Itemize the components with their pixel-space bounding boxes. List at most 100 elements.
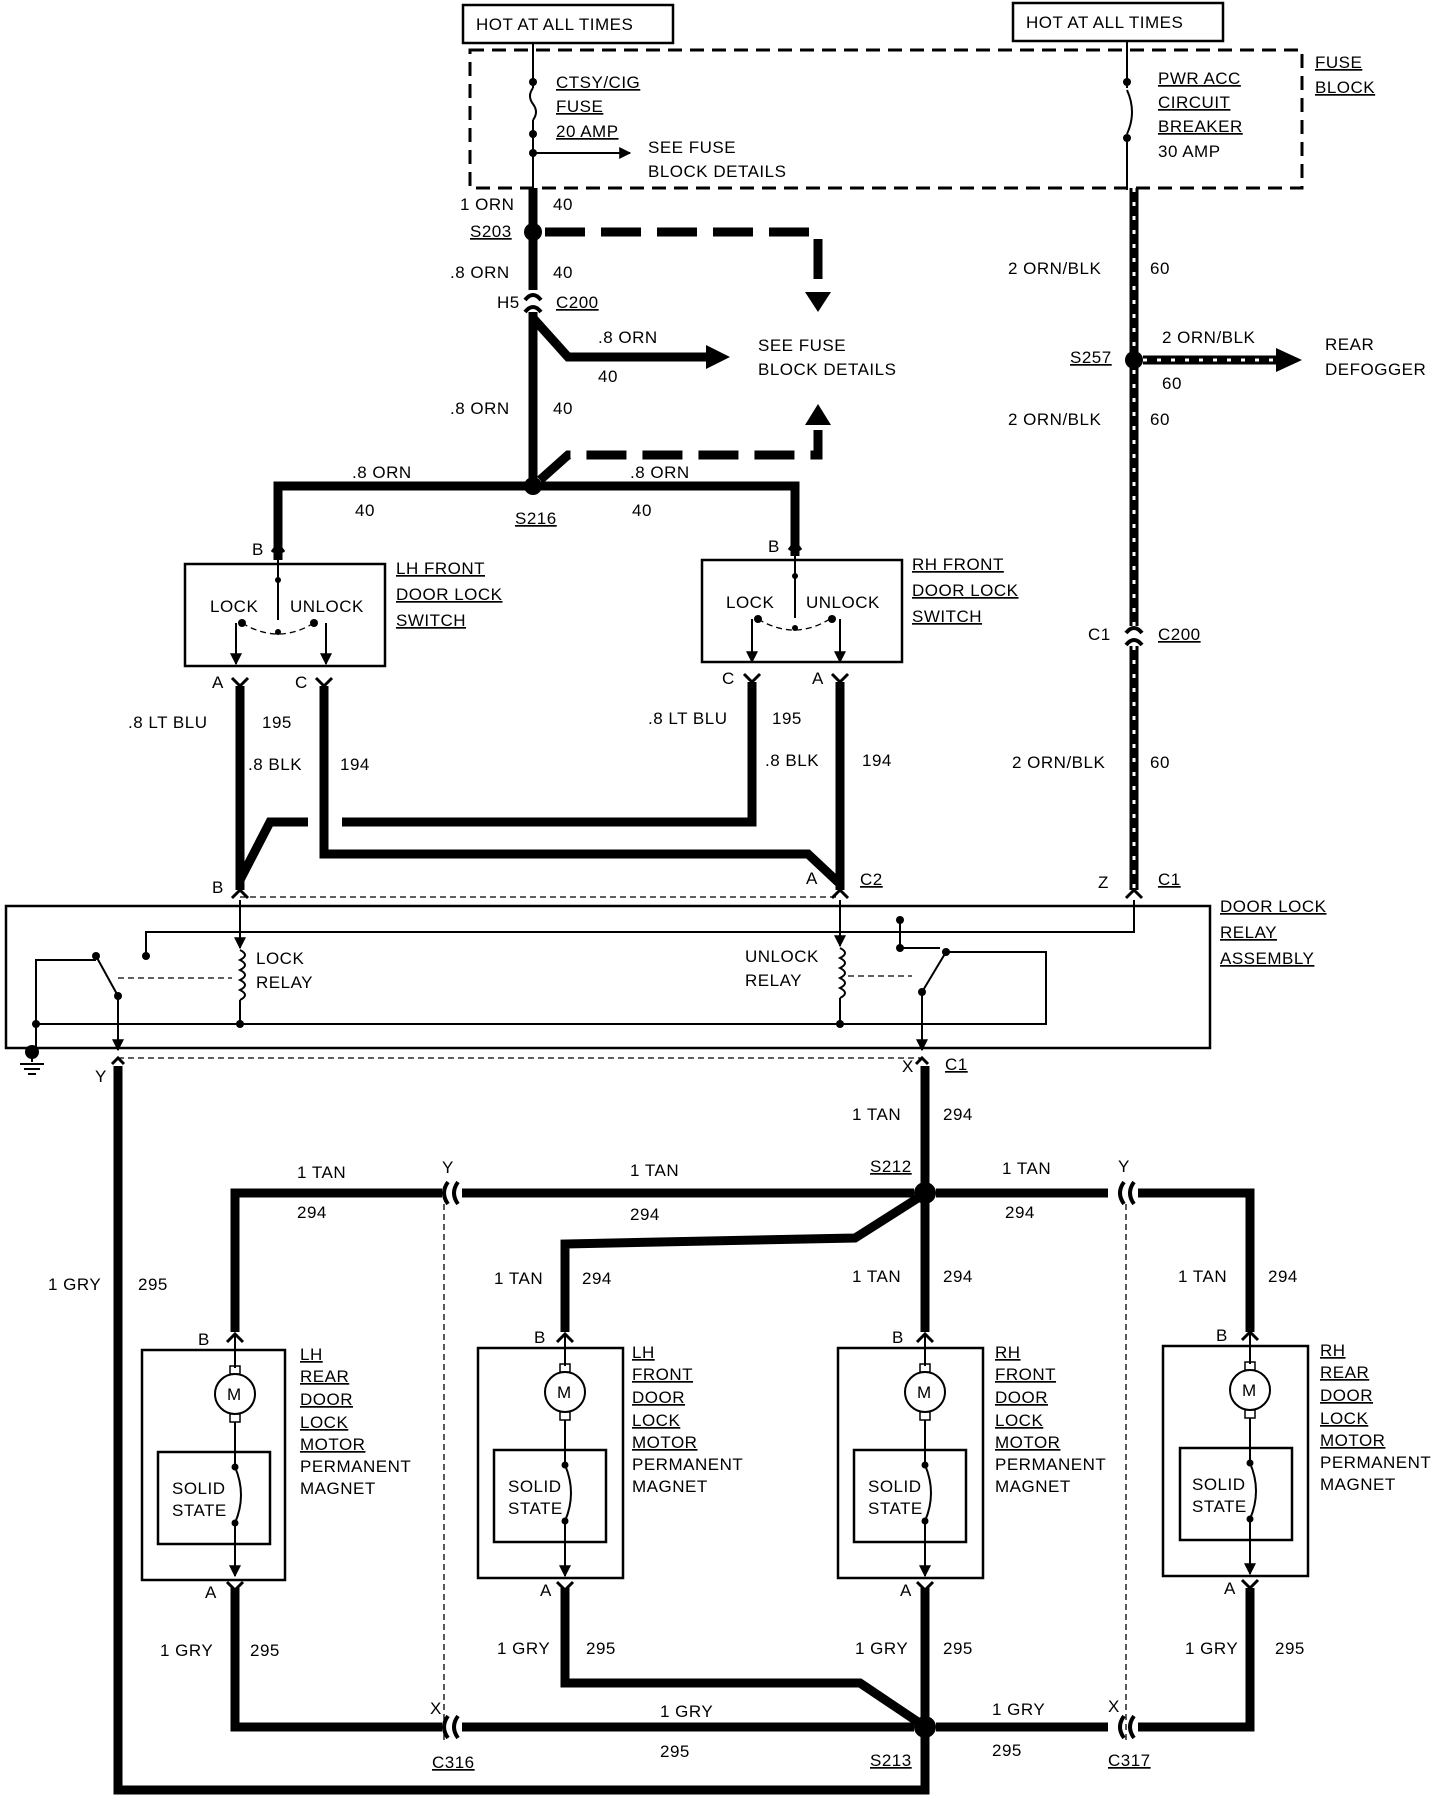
svg-text:A: A: [812, 669, 824, 688]
svg-text:A: A: [212, 673, 224, 692]
svg-text:SEE FUSE: SEE FUSE: [758, 336, 846, 355]
svg-text:B: B: [1216, 1326, 1228, 1345]
svg-text:60: 60: [1162, 374, 1182, 393]
svg-text:30 AMP: 30 AMP: [1158, 142, 1221, 161]
svg-text:294: 294: [943, 1267, 973, 1286]
svg-text:B: B: [534, 1328, 546, 1347]
svg-text:MAGNET: MAGNET: [632, 1477, 708, 1496]
svg-text:.8 BLK: .8 BLK: [765, 751, 819, 770]
svg-text:295: 295: [586, 1639, 616, 1658]
svg-text:REAR: REAR: [1320, 1363, 1369, 1382]
svg-text:2 ORN/BLK: 2 ORN/BLK: [1012, 753, 1105, 772]
svg-text:C200: C200: [556, 293, 599, 312]
s203-dashed-branch: [545, 227, 831, 312]
svg-text:294: 294: [582, 1269, 612, 1288]
svg-text:20 AMP: 20 AMP: [556, 122, 619, 141]
svg-text:STATE: STATE: [1192, 1497, 1247, 1516]
svg-text:B: B: [198, 1330, 210, 1349]
svg-text:RELAY: RELAY: [256, 973, 313, 992]
svg-text:40: 40: [632, 501, 652, 520]
svg-text:295: 295: [138, 1275, 168, 1294]
svg-text:294: 294: [1005, 1203, 1035, 1222]
c200-connector-h5: H5 C200: [497, 293, 599, 314]
svg-text:MOTOR: MOTOR: [995, 1433, 1060, 1452]
svg-text:60: 60: [1150, 753, 1170, 772]
svg-text:C: C: [295, 673, 308, 692]
svg-text:MOTOR: MOTOR: [632, 1433, 697, 1452]
svg-text:RELAY: RELAY: [1220, 923, 1277, 942]
svg-text:HOT AT ALL TIMES: HOT AT ALL TIMES: [476, 15, 633, 34]
svg-text:BLOCK DETAILS: BLOCK DETAILS: [648, 162, 786, 181]
svg-text:S212: S212: [870, 1157, 912, 1176]
svg-text:C1: C1: [1158, 870, 1181, 889]
svg-text:1 TAN: 1 TAN: [1178, 1267, 1227, 1286]
s216-dashed-branch: [537, 404, 831, 484]
rh-front-door-lock-switch: B LOCK UNLOCK RH FRONT DOOR LOCK SWITCH: [700, 537, 1018, 664]
rear-defogger-branch: 2 ORN/BLK 60 REAR DEFOGGER: [1143, 328, 1426, 393]
orn-to-see-fuse-block: .8 ORN 40 .8 ORN 40: [450, 312, 730, 478]
unlock-relay: UNLOCK RELAY: [745, 900, 1047, 1052]
svg-text:STATE: STATE: [172, 1501, 227, 1520]
svg-text:C317: C317: [1108, 1751, 1151, 1770]
svg-text:FRONT: FRONT: [632, 1365, 693, 1384]
c200-connector-c1: C1 C200: [1088, 625, 1200, 647]
svg-text:MAGNET: MAGNET: [300, 1479, 376, 1498]
svg-text:1 TAN: 1 TAN: [852, 1267, 901, 1286]
svg-text:1 GRY: 1 GRY: [992, 1700, 1045, 1719]
svg-text:1 TAN: 1 TAN: [630, 1161, 679, 1180]
svg-text:.8 ORN: .8 ORN: [450, 399, 510, 418]
pwr-acc-circuit-breaker: PWR ACC CIRCUIT BREAKER 30 AMP: [1123, 41, 1243, 190]
svg-text:ASSEMBLY: ASSEMBLY: [1220, 949, 1314, 968]
svg-text:B: B: [252, 540, 264, 559]
lh-front-door-lock-switch: B LOCK UNLOCK LH FRONT DOOR LOCK SWITCH: [183, 540, 502, 668]
rh-switch-output-wires: C A .8 LT BLU 195 .8 BLK 194: [342, 669, 891, 890]
svg-text:1 ORN: 1 ORN: [460, 195, 514, 214]
svg-text:S213: S213: [870, 1751, 912, 1770]
svg-text:SWITCH: SWITCH: [912, 607, 982, 626]
orn-feed-wire: 1 ORN 40 S203 .8 ORN 40: [450, 188, 573, 290]
svg-text:1 TAN: 1 TAN: [1002, 1159, 1051, 1178]
svg-text:1 GRY: 1 GRY: [160, 1641, 213, 1660]
svg-text:UNLOCK: UNLOCK: [290, 597, 364, 616]
svg-text:FUSE: FUSE: [1315, 53, 1362, 72]
svg-text:M: M: [1242, 1381, 1257, 1400]
svg-text:195: 195: [772, 709, 802, 728]
svg-text:1 TAN: 1 TAN: [852, 1105, 901, 1124]
svg-text:M: M: [917, 1383, 932, 1402]
svg-text:1 GRY: 1 GRY: [660, 1702, 713, 1721]
svg-text:MOTOR: MOTOR: [300, 1435, 365, 1454]
orn-blk-feed-wire: 2 ORN/BLK 60 S257 2 ORN/BLK 60 2 ORN/BLK…: [1008, 188, 1170, 890]
svg-text:DOOR: DOOR: [995, 1388, 1048, 1407]
hot-at-all-times-right: HOT AT ALL TIMES: [1011, 1, 1225, 43]
svg-text:LOCK: LOCK: [300, 1413, 348, 1432]
svg-text:295: 295: [943, 1639, 973, 1658]
svg-text:1 GRY: 1 GRY: [48, 1275, 101, 1294]
svg-text:B: B: [212, 878, 224, 897]
svg-text:A: A: [1224, 1579, 1236, 1598]
tan-294-bus: 1 TAN 294 S212 1 TAN 294 Y 1 TAN 294 1 T…: [230, 1066, 1297, 1740]
svg-text:X: X: [430, 1699, 442, 1718]
svg-text:SEE FUSE: SEE FUSE: [648, 138, 736, 157]
svg-text:40: 40: [553, 195, 573, 214]
svg-text:295: 295: [992, 1741, 1022, 1760]
svg-text:295: 295: [660, 1742, 690, 1761]
svg-text:DOOR: DOOR: [1320, 1386, 1373, 1405]
fuse-block: FUSE BLOCK: [468, 48, 1375, 190]
svg-text:A: A: [806, 869, 818, 888]
svg-text:BREAKER: BREAKER: [1158, 117, 1243, 136]
svg-text:SOLID: SOLID: [1192, 1475, 1246, 1494]
svg-text:LOCK: LOCK: [995, 1411, 1043, 1430]
svg-text:PERMANENT: PERMANENT: [300, 1457, 411, 1476]
svg-text:DEFOGGER: DEFOGGER: [1325, 360, 1426, 379]
svg-text:LOCK: LOCK: [632, 1411, 680, 1430]
svg-text:PERMANENT: PERMANENT: [1320, 1453, 1431, 1472]
svg-text:294: 294: [297, 1203, 327, 1222]
rh-rear-door-lock-motor: B M SOLID STATE A RH REAR DOOR LOCK MOTO…: [1161, 1326, 1431, 1598]
lh-rear-door-lock-motor: B M SOLID STATE A LH REAR DOOR LOCK MOTO…: [140, 1330, 411, 1602]
svg-text:294: 294: [943, 1105, 973, 1124]
svg-text:M: M: [227, 1385, 242, 1404]
svg-text:X: X: [1108, 1697, 1120, 1716]
svg-text:LH: LH: [632, 1343, 655, 1362]
svg-text:LOCK: LOCK: [726, 593, 774, 612]
svg-text:A: A: [540, 1581, 552, 1600]
